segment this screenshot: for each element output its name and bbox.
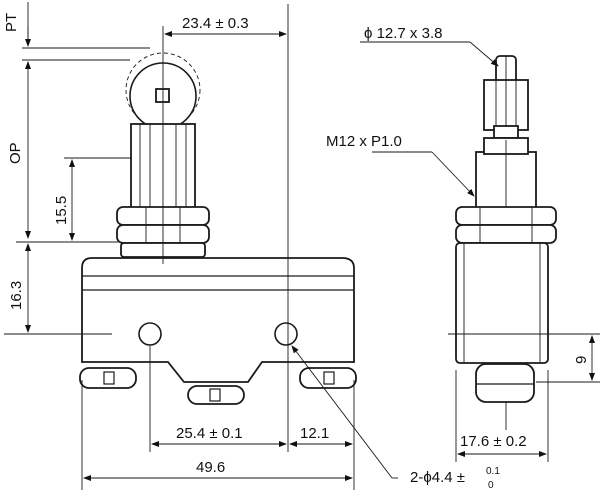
side-hex-nuts <box>455 206 557 244</box>
label-holes-tol-upper: 0.1 <box>486 466 500 477</box>
label-roller: ϕ 12.7 x 3.8 <box>364 25 442 42</box>
label-thread: M12 x P1.0 <box>326 133 402 150</box>
label-op: OP <box>7 142 24 164</box>
label-hole-edge: 12.1 <box>300 425 329 442</box>
terminals <box>79 367 357 405</box>
roller-axle-square <box>155 88 170 103</box>
front-dimensions: PT OP 15.5 16.3 23.4 ± 0.3 25.4 ± 0.1 12… <box>3 2 500 491</box>
label-stem-height: 15.5 <box>53 196 70 225</box>
side-dimensions: ϕ 12.7 x 3.8 M12 x P1.0 9 17.6 ± 0.2 <box>326 25 600 462</box>
label-holes-tol-lower: 0 <box>488 480 494 491</box>
label-offset: 23.4 ± 0.3 <box>182 15 249 32</box>
label-pt: PT <box>3 13 20 32</box>
label-base-height: 16.3 <box>8 281 25 310</box>
mounting-hole-right <box>274 322 298 346</box>
label-hole-spacing: 25.4 ± 0.1 <box>176 425 243 442</box>
front-view <box>79 26 357 405</box>
side-view <box>455 55 557 430</box>
label-length: 49.6 <box>196 459 225 476</box>
label-holes: 2-ϕ4.4 ± <box>410 469 465 486</box>
mounting-hole-left <box>138 322 162 346</box>
label-width: 17.6 ± 0.2 <box>460 433 527 450</box>
label-side-height: 9 <box>573 356 590 364</box>
side-terminal <box>475 363 535 403</box>
side-switch-body <box>455 242 549 364</box>
